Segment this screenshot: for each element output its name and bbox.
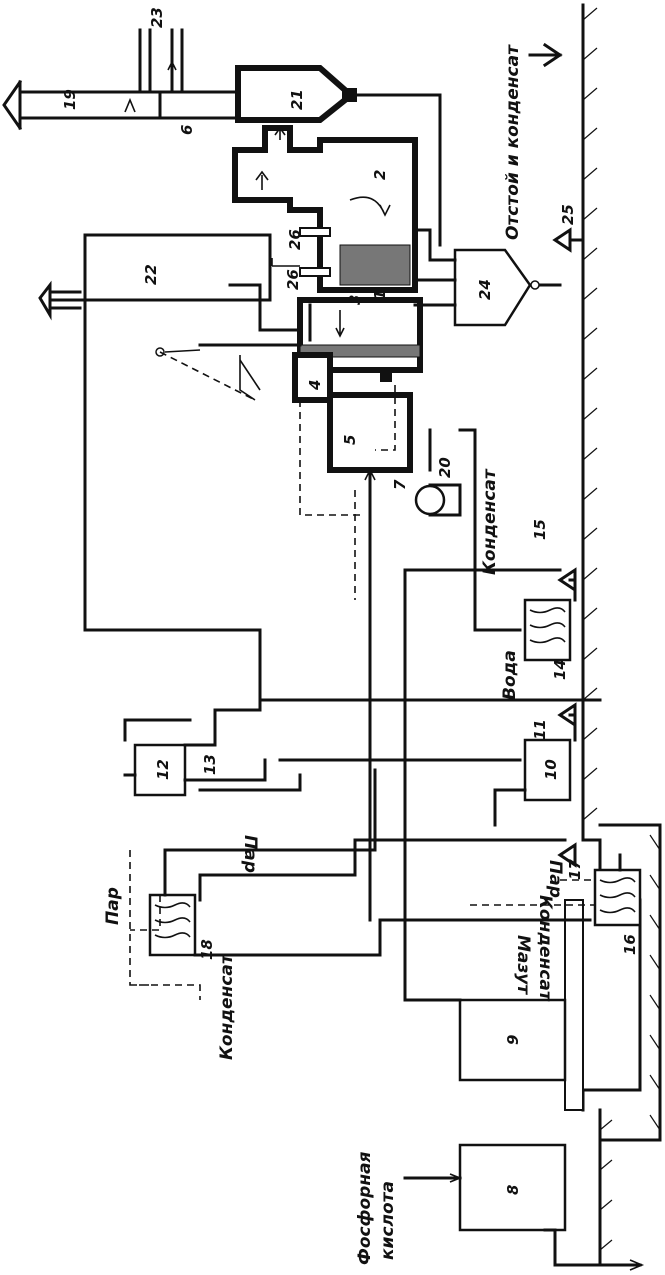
num-4: 4 [306, 380, 324, 391]
chimney-19 [2, 28, 242, 131]
num-20: 20 [436, 457, 454, 478]
num-7: 7 [391, 479, 409, 490]
num-14: 14 [551, 659, 569, 680]
num-19: 19 [61, 89, 79, 110]
tank-10 [278, 713, 577, 827]
heater-18 [129, 768, 592, 1000]
label-mazut: Мазут [513, 935, 533, 995]
num-25: 25 [559, 204, 577, 225]
num-1: 1 [371, 290, 389, 300]
numbers: 1 2 3 4 5 6 7 8 9 10 11 12 13 14 15 16 1… [61, 7, 639, 1195]
num-23: 23 [148, 7, 166, 28]
label-kislota: кислота [378, 1181, 398, 1260]
tank-12 [83, 298, 602, 797]
drum-24 [413, 228, 562, 327]
label-par-bottom: Пар [545, 860, 565, 898]
ground-hatching [564, 3, 662, 1267]
num-2: 2 [371, 170, 389, 180]
label-otstoi: Отстой и конденсат [503, 44, 523, 240]
duct-22 [38, 233, 302, 401]
num-3: 3 [346, 295, 364, 305]
label-voda: Вода [500, 650, 520, 700]
num-16: 16 [621, 934, 639, 955]
label-kondensat-bottom: Конденсат [535, 895, 555, 1002]
num-5: 5 [341, 435, 359, 445]
tank-14 [403, 568, 577, 1002]
num-15: 15 [531, 519, 549, 540]
pump-20 [414, 428, 522, 632]
num-8: 8 [504, 1185, 522, 1195]
furnace-2 [232, 125, 423, 373]
num-10: 10 [542, 759, 560, 780]
chamber-4-5 [292, 352, 413, 922]
num-26-lower: 26 [284, 269, 302, 290]
num-21: 21 [288, 89, 306, 110]
label-fosfornaya: Фосфорная [355, 1151, 375, 1265]
num-24: 24 [476, 279, 494, 300]
label-kondensat-left: Конденсат [217, 953, 237, 1060]
tank-9 [403, 998, 567, 1082]
num-13: 13 [201, 754, 219, 775]
tank-16 [470, 853, 642, 927]
label-kondensat-top: Конденсат [480, 468, 500, 575]
label-par-left: Пар [103, 887, 123, 925]
num-26-upper: 26 [286, 229, 304, 250]
num-11: 11 [531, 719, 549, 740]
num-12: 12 [154, 759, 172, 780]
num-18: 18 [198, 939, 216, 960]
num-6: 6 [178, 125, 196, 135]
pumps [528, 42, 585, 868]
num-9: 9 [504, 1035, 522, 1045]
num-22: 22 [142, 264, 160, 285]
steam-line-upper [299, 400, 360, 600]
label-par-mid: Пар [240, 835, 260, 873]
tank-8 [403, 1143, 645, 1271]
labels: Отстой и конденсат Конденсат Вода Пар Ко… [103, 44, 565, 1265]
cyclone-21 [235, 65, 442, 247]
num-17: 17 [566, 859, 584, 880]
